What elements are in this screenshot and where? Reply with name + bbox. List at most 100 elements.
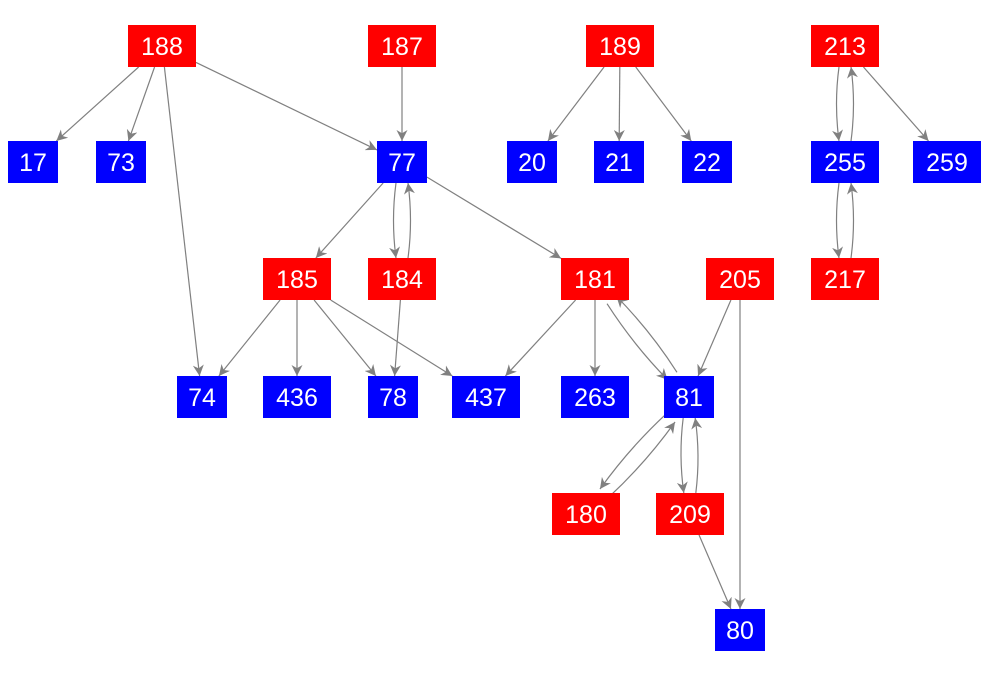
node-209: 209	[656, 493, 724, 535]
node-box	[263, 258, 331, 300]
edge-181-to-81	[606, 303, 669, 381]
edge-81-to-180	[599, 413, 667, 490]
node-73: 73	[96, 141, 146, 183]
node-label: 74	[188, 384, 216, 412]
node-184: 184	[368, 258, 436, 300]
edge-188-to-73	[126, 66, 156, 142]
node-label: 217	[824, 266, 866, 294]
node-box	[507, 141, 557, 183]
node-label: 22	[693, 149, 721, 177]
edge-180-to-81	[608, 421, 676, 498]
edge-255-to-217	[832, 182, 843, 259]
node-77: 77	[377, 141, 427, 183]
node-label: 437	[465, 384, 507, 412]
node-box	[377, 141, 427, 183]
node-box	[706, 258, 774, 300]
node-label: 78	[379, 384, 407, 412]
edge-213-to-255	[832, 66, 843, 142]
node-label: 180	[565, 501, 607, 529]
node-17: 17	[8, 141, 58, 183]
node-box	[715, 609, 765, 651]
node-label: 209	[669, 501, 711, 529]
node-label: 21	[605, 149, 633, 177]
node-78: 78	[368, 376, 418, 418]
node-box	[594, 141, 644, 183]
node-box	[368, 25, 436, 67]
node-81: 81	[664, 376, 714, 418]
edge-205-to-81	[697, 299, 732, 377]
node-box	[452, 376, 520, 418]
node-217: 217	[811, 258, 879, 300]
node-label: 189	[599, 33, 641, 61]
node-189: 189	[586, 25, 654, 67]
edge-81-to-181	[615, 295, 678, 373]
node-label: 81	[675, 384, 703, 412]
node-label: 73	[107, 149, 135, 177]
node-label: 259	[926, 149, 968, 177]
node-label: 436	[276, 384, 318, 412]
node-box	[177, 376, 227, 418]
node-box	[811, 258, 879, 300]
edge-188-to-17	[55, 66, 140, 142]
edge-188-to-77	[195, 61, 378, 151]
node-label: 80	[726, 617, 754, 645]
edges-layer	[55, 61, 929, 610]
node-263: 263	[561, 376, 629, 418]
node-box	[263, 376, 331, 418]
edge-213-to-259	[863, 66, 929, 142]
node-label: 205	[719, 266, 761, 294]
node-label: 187	[381, 33, 423, 61]
node-205: 205	[706, 258, 774, 300]
node-label: 188	[141, 33, 183, 61]
node-187: 187	[368, 25, 436, 67]
node-box	[682, 141, 732, 183]
node-label: 255	[824, 149, 866, 177]
node-box	[368, 376, 418, 418]
node-437: 437	[452, 376, 520, 418]
node-185: 185	[263, 258, 331, 300]
node-21: 21	[594, 141, 644, 183]
node-box	[96, 141, 146, 183]
node-box	[811, 141, 879, 183]
edge-209-to-80	[698, 534, 732, 610]
edge-255-to-213	[847, 66, 858, 142]
node-label: 181	[574, 266, 616, 294]
node-436: 436	[263, 376, 331, 418]
node-181: 181	[561, 258, 629, 300]
node-label: 185	[276, 266, 318, 294]
node-box	[913, 141, 981, 183]
node-74: 74	[177, 376, 227, 418]
node-255: 255	[811, 141, 879, 183]
edge-209-to-81	[691, 417, 703, 494]
node-box	[8, 141, 58, 183]
node-box	[128, 25, 196, 67]
edge-181-to-437	[504, 299, 577, 377]
node-label: 77	[388, 149, 416, 177]
edge-77-to-181	[426, 176, 562, 259]
node-label: 17	[19, 149, 47, 177]
node-213: 213	[811, 25, 879, 67]
edge-81-to-209	[676, 417, 688, 494]
node-20: 20	[507, 141, 557, 183]
edge-185-to-78	[313, 299, 377, 377]
edge-185-to-437	[330, 299, 453, 377]
node-label: 20	[518, 149, 546, 177]
node-box	[552, 493, 620, 535]
node-180: 180	[552, 493, 620, 535]
node-80: 80	[715, 609, 765, 651]
node-box	[811, 25, 879, 67]
node-label: 213	[824, 33, 866, 61]
nodes-layer: 188 187 189 213 17 73 77 20 21 22 255 259 185 184 181 2…	[8, 25, 981, 651]
edge-77-to-184	[389, 182, 400, 259]
node-box	[656, 493, 724, 535]
node-box	[586, 25, 654, 67]
node-box	[561, 376, 629, 418]
edge-217-to-255	[847, 182, 858, 259]
edge-188-to-74	[163, 66, 204, 377]
node-22: 22	[682, 141, 732, 183]
node-188: 188	[128, 25, 196, 67]
edge-189-to-22	[635, 66, 692, 142]
node-box	[561, 258, 629, 300]
edge-185-to-74	[218, 299, 281, 377]
